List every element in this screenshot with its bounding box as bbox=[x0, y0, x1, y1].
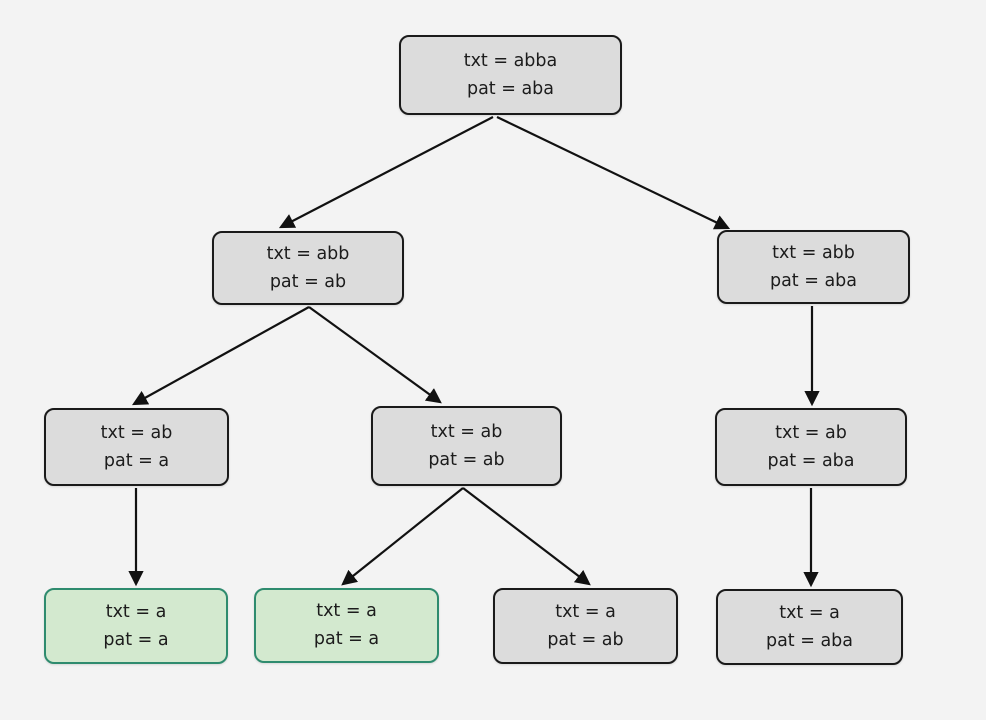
edge-l2-left-to-l3-left bbox=[131, 306, 310, 406]
node-pat-label: pat = aba bbox=[769, 270, 858, 291]
node-pat-label: pat = aba bbox=[466, 78, 555, 99]
tree-node-l4-4: txt = a pat = aba bbox=[716, 589, 903, 665]
node-txt-label: txt = abb bbox=[266, 243, 350, 264]
tree-node-l3-left: txt = ab pat = a bbox=[44, 408, 229, 486]
node-pat-label: pat = aba bbox=[765, 630, 854, 651]
tree-node-l3-right: txt = ab pat = aba bbox=[715, 408, 907, 486]
tree-node-l4-3: txt = a pat = ab bbox=[493, 588, 678, 664]
node-pat-label: pat = ab bbox=[269, 271, 347, 292]
tree-node-l4-2-match: txt = a pat = a bbox=[254, 588, 439, 663]
edge-l2-left-to-l3-mid bbox=[308, 306, 442, 404]
tree-node-l2-right: txt = abb pat = aba bbox=[717, 230, 910, 304]
edge-l3-mid-to-l4-2 bbox=[341, 487, 464, 586]
node-txt-label: txt = abba bbox=[463, 50, 558, 71]
node-pat-label: pat = ab bbox=[428, 449, 505, 470]
edge-root-to-l2-left bbox=[278, 116, 494, 229]
edge-root-to-l2-right bbox=[496, 116, 731, 230]
node-txt-label: txt = ab bbox=[100, 422, 173, 443]
node-txt-label: txt = a bbox=[105, 601, 167, 622]
node-pat-label: pat = a bbox=[103, 450, 170, 471]
node-pat-label: pat = a bbox=[103, 629, 169, 650]
tree-node-l4-1-match: txt = a pat = a bbox=[44, 588, 228, 664]
node-txt-label: txt = ab bbox=[775, 422, 847, 443]
node-txt-label: txt = ab bbox=[430, 421, 503, 442]
tree-node-l2-left: txt = abb pat = ab bbox=[212, 231, 404, 305]
node-txt-label: txt = a bbox=[555, 601, 616, 622]
node-txt-label: txt = abb bbox=[772, 242, 855, 263]
node-txt-label: txt = a bbox=[316, 601, 377, 621]
tree-node-root: txt = abba pat = aba bbox=[399, 35, 622, 115]
node-pat-label: pat = ab bbox=[547, 629, 624, 650]
node-pat-label: pat = a bbox=[313, 629, 380, 649]
tree-node-l3-mid: txt = ab pat = ab bbox=[371, 406, 562, 486]
node-pat-label: pat = aba bbox=[767, 450, 855, 471]
edge-l3-mid-to-l4-3 bbox=[462, 487, 591, 586]
node-txt-label: txt = a bbox=[779, 602, 840, 623]
